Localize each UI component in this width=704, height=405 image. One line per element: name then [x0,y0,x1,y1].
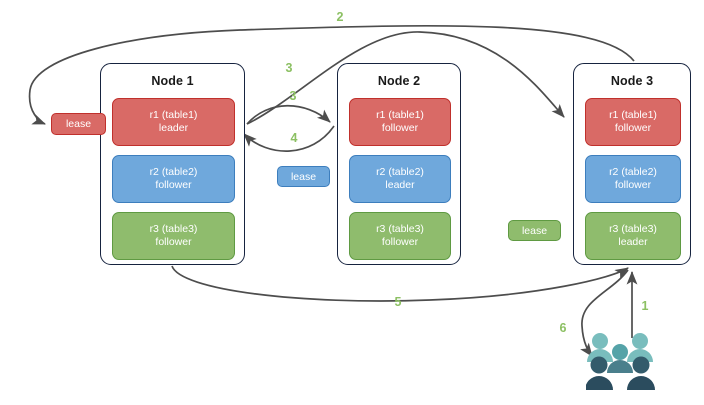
replica-name: r1 (table1) [149,109,198,121]
replica-role: follower [381,122,419,134]
replica-role: follower [155,236,192,248]
label-6: 6 [559,321,567,335]
replica-chip-red[interactable]: r1 (table1)follower [349,98,451,146]
replica-name: r1 (table1) [376,109,424,121]
group-of-people-icon [586,333,655,390]
replica-name: r2 (table2) [609,166,657,178]
replica-chip-red[interactable]: r1 (table1)follower [585,98,681,146]
lease-red[interactable]: lease [51,113,106,135]
replica-role: leader [385,179,415,191]
replica-chip-blue[interactable]: r2 (table2)follower [585,155,681,203]
label-3a: 3 [285,61,293,75]
lease-green[interactable]: lease [508,220,561,241]
replica-name: r3 (table3) [376,223,424,235]
replica-name: r3 (table3) [609,223,657,235]
label-1: 1 [641,299,649,313]
replica-chip-green[interactable]: r3 (table3)leader [585,212,681,260]
lease-blue[interactable]: lease [277,166,330,187]
replica-chip-green[interactable]: r3 (table3)follower [112,212,235,260]
replica-name: r2 (table2) [149,166,198,178]
label-4: 4 [290,131,298,145]
replica-chip-blue[interactable]: r2 (table2)leader [349,155,451,203]
label-5: 5 [394,295,402,309]
replica-name: r1 (table1) [609,109,657,121]
node-title: Node 2 [377,74,421,88]
node-title: Node 1 [151,74,194,88]
replica-role: follower [155,179,192,191]
replica-role: leader [618,236,648,248]
replica-role: follower [381,236,419,248]
edge-3b-path [246,104,331,125]
replica-chip-green[interactable]: r3 (table3)follower [349,212,451,260]
replica-chip-red[interactable]: r1 (table1)leader [112,98,235,146]
replica-role: follower [614,179,652,191]
replica-role: leader [158,122,189,134]
replica-name: r2 (table2) [376,166,424,178]
node-title: Node 3 [610,74,654,88]
replica-role: follower [614,122,652,134]
replica-chip-blue[interactable]: r2 (table2)follower [112,155,235,203]
label-3b: 3 [289,89,297,103]
replica-name: r3 (table3) [149,223,198,235]
label-2: 2 [336,10,344,24]
